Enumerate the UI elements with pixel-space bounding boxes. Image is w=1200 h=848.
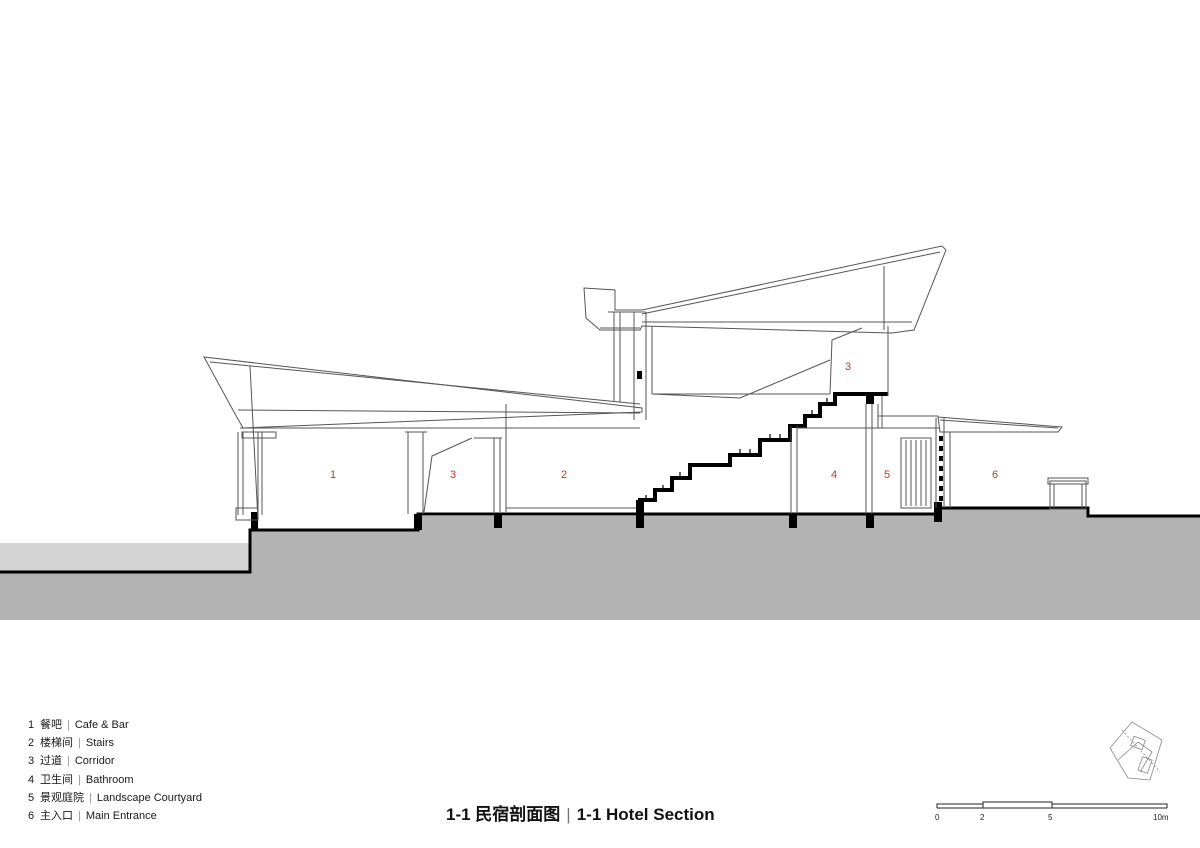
legend-separator: |: [78, 773, 81, 786]
legend-cn: 景观庭院: [40, 791, 84, 804]
legend-number: 5: [28, 791, 35, 804]
legend-separator: |: [78, 810, 81, 823]
walls-and-partitions: [235, 311, 1089, 521]
title-separator: |: [566, 805, 571, 824]
legend-cn: 卫生间: [40, 773, 73, 786]
legend-separator: |: [78, 737, 81, 750]
key-plan-icon: [1109, 721, 1163, 781]
left-roof: [203, 356, 643, 521]
drawing-title: 1-1 民宿剖面图 | 1-1 Hotel Section: [446, 800, 715, 825]
room-labels: 1 3 2 3 4 5 6: [330, 361, 998, 481]
room-label-bathroom: 4: [831, 469, 837, 481]
room-label-entrance: 6: [992, 469, 998, 481]
upper-right-roof: [583, 245, 947, 334]
room-label-cafe-bar: 1: [330, 469, 336, 481]
entrance-canopy: [937, 416, 1063, 433]
legend-number: 6: [28, 810, 35, 823]
scale-tick-2: 2: [980, 813, 985, 822]
legend-cn: 楼梯间: [40, 737, 73, 750]
scale-tick-10m: 10m: [1153, 813, 1169, 822]
entrance-masonry: [939, 436, 943, 501]
legend-en: Landscape Courtyard: [96, 791, 203, 804]
legend-cn: 主入口: [40, 810, 73, 823]
legend-number: 3: [28, 755, 35, 768]
legend-cn: 餐吧: [40, 719, 62, 731]
legend-number: 4: [28, 773, 35, 786]
room-label-corridor-upper: 3: [845, 361, 851, 373]
scale-tick-0: 0: [935, 813, 940, 822]
legend-cn: 过道: [40, 755, 62, 768]
legend-separator: |: [89, 791, 92, 804]
title-cn: 1-1 民宿剖面图: [446, 805, 561, 824]
legend-en: Stairs: [85, 737, 114, 750]
legend-item: 1 餐吧 | Cafe & Bar: [28, 716, 202, 734]
room-label-stairs: 2: [561, 469, 567, 481]
legend-number: 1: [28, 719, 35, 731]
legend-item: 3 过道 | Corridor: [28, 752, 202, 770]
legend-separator: |: [67, 755, 70, 768]
legend-en: Bathroom: [85, 773, 134, 786]
room-label-courtyard: 5: [884, 469, 890, 481]
stair-treads: [645, 398, 828, 500]
ground-mass: [0, 508, 1200, 620]
legend-en: Cafe & Bar: [74, 719, 129, 731]
legend-item: 4 卫生间 | Bathroom: [28, 771, 202, 789]
legend-number: 2: [28, 737, 35, 750]
title-en: 1-1 Hotel Section: [576, 805, 715, 824]
legend-en: Corridor: [74, 755, 115, 768]
legend-separator: |: [67, 719, 70, 731]
legend-item: 5 景观庭院 | Landscape Courtyard: [28, 789, 202, 807]
scale-bar-labels: 0 2 5 10m: [935, 813, 1169, 822]
legend-item: 2 楼梯间 | Stairs: [28, 734, 202, 752]
room-label-corridor-lower: 3: [450, 469, 456, 481]
scale-bar: [936, 801, 1168, 809]
scale-tick-5: 5: [1048, 813, 1053, 822]
legend-item: 6 主入口 | Main Entrance: [28, 807, 202, 825]
legend-en: Main Entrance: [85, 810, 157, 823]
